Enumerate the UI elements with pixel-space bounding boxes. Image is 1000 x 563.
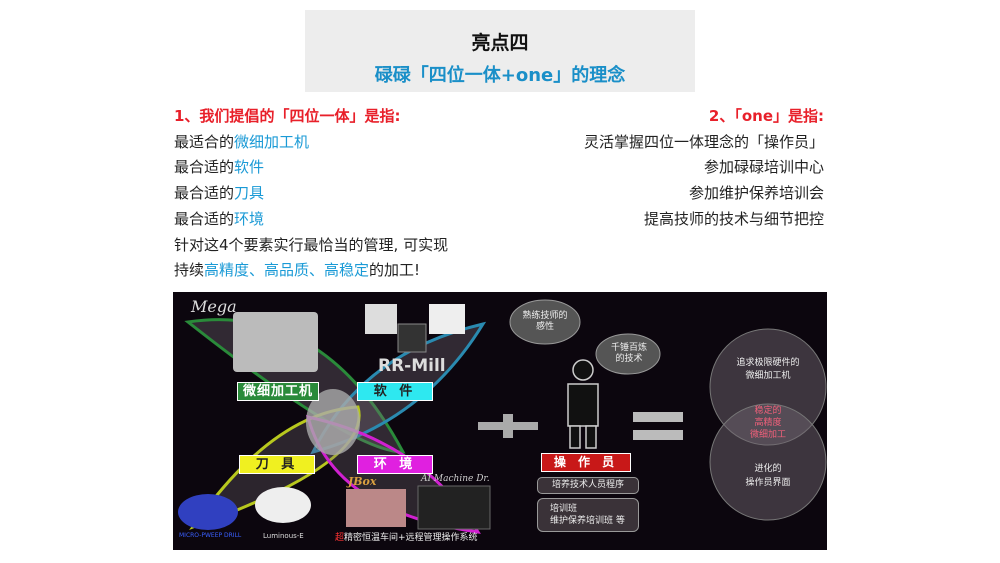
item-highlight: 环境 [234,209,265,228]
ai-screen-image [417,485,491,530]
rrmill-logo: RR-Mill [378,356,446,376]
program-box: 培养技术人员程序 [537,477,639,494]
training-box: 培训班维护保养培训班 等 [537,498,639,532]
software-image [397,323,427,353]
label-software: 软 件 [357,382,433,401]
item-prefix: 最合适的 [174,184,235,203]
center-overlap [306,389,360,455]
text: 进化的 [754,464,782,474]
item-prefix: 最适合的 [174,132,235,151]
text: 稳定的 [754,406,782,416]
label-environment: 环 境 [357,455,433,474]
env-caption: 超精密恒温车间+远程管理操作系统 [335,533,478,544]
section-heading: 1、我们提倡的「四位一体」是指: [174,107,401,125]
software-image [365,304,397,334]
text-highlight: 高精度、高品质、高稳定 [204,261,370,280]
text: 持续 [174,261,205,280]
caption-text: 精密恒温车间+远程管理操作系统 [344,533,478,543]
drill-label: MICRO-PWEEP DRILL [179,532,242,539]
list-item: 最合适的软件 [174,155,448,181]
luminous-image [255,487,311,523]
bubble-text: 千锤百炼的技术 [610,343,647,364]
list-item: 最合适的刀具 [174,181,448,207]
worker-icon [567,359,599,449]
machine-image [233,312,318,372]
list-item: 灵活掌握四位一体理念的「操作员」 [583,132,824,151]
list-item: 最适合的微细加工机 [174,130,448,156]
text: 的加工! [369,261,421,280]
list-item: 参加碌碌培训中心 [703,158,824,177]
item-highlight: 刀具 [234,184,265,203]
software-image [429,304,465,334]
circle-bottom-text: 进化的操作员界面 [718,462,818,490]
text: 微细加工 [749,430,786,440]
speech-bubble [595,333,661,375]
caption-highlight: 超 [335,533,345,543]
bubble-text: 熟练技师的感性 [522,311,568,332]
summary-line: 针对这4个要素实行最恰当的管理, 可实现 [174,235,449,254]
ai-label: AI Machine Dr. [421,474,490,484]
text: 追求极限硬件的 [736,358,800,368]
speech-bubble [509,299,581,345]
list-item: 参加维护保养培训会 [688,184,824,203]
training-line: 维护保养培训班 等 [550,516,625,526]
item-highlight: 软件 [234,158,265,177]
one-section: 2、「one」是指: 灵活掌握四位一体理念的「操作员」 参加碌碌培训中心 参加维… [584,104,824,233]
summary-line: 持续高精度、高品质、高稳定的加工! [174,258,448,284]
list-item: 提高技师的技术与细节把控 [643,209,824,228]
page-subtitle: 碌碌「四位一体+one」的理念 [374,65,626,86]
circle-mid-text: 稳定的高精度微细加工 [718,405,818,441]
mega-logo: Mega [191,297,237,316]
circle-top-text: 追求极限硬件的微细加工机 [718,357,818,383]
text: 操作员界面 [745,478,791,488]
plus-icon [478,414,538,438]
training-line: 培训班 [550,504,578,514]
jbox-logo: JBox [348,475,377,488]
list-item: 最合适的环境 [174,207,448,233]
jbox-image [346,489,406,527]
drill-image [178,494,238,530]
concept-diagram: Mega RR-Mill 微细加工机 软 件 刀 具 环 境 JBox AI M… [173,292,827,550]
page-title: 亮点四 [471,32,529,54]
item-prefix: 最合适的 [174,209,235,228]
luminous-label: Luminous-E [263,532,304,540]
header-box: 亮点四 碌碌「四位一体+one」的理念 [305,10,695,92]
text: 微细加工机 [745,371,791,381]
item-highlight: 微细加工机 [234,132,310,151]
four-in-one-section: 1、我们提倡的「四位一体」是指: 最适合的微细加工机 最合适的软件 最合适的刀具… [174,104,448,284]
label-operator: 操 作 员 [541,453,631,472]
text: 高精度 [754,418,782,428]
equals-icon [633,412,683,422]
label-tool: 刀 具 [239,455,315,474]
item-prefix: 最合适的 [174,158,235,177]
section-heading: 2、「one」是指: [708,107,824,125]
label-machine: 微细加工机 [237,382,319,401]
equals-icon [633,430,683,440]
venn-circle-bottom [709,403,827,521]
